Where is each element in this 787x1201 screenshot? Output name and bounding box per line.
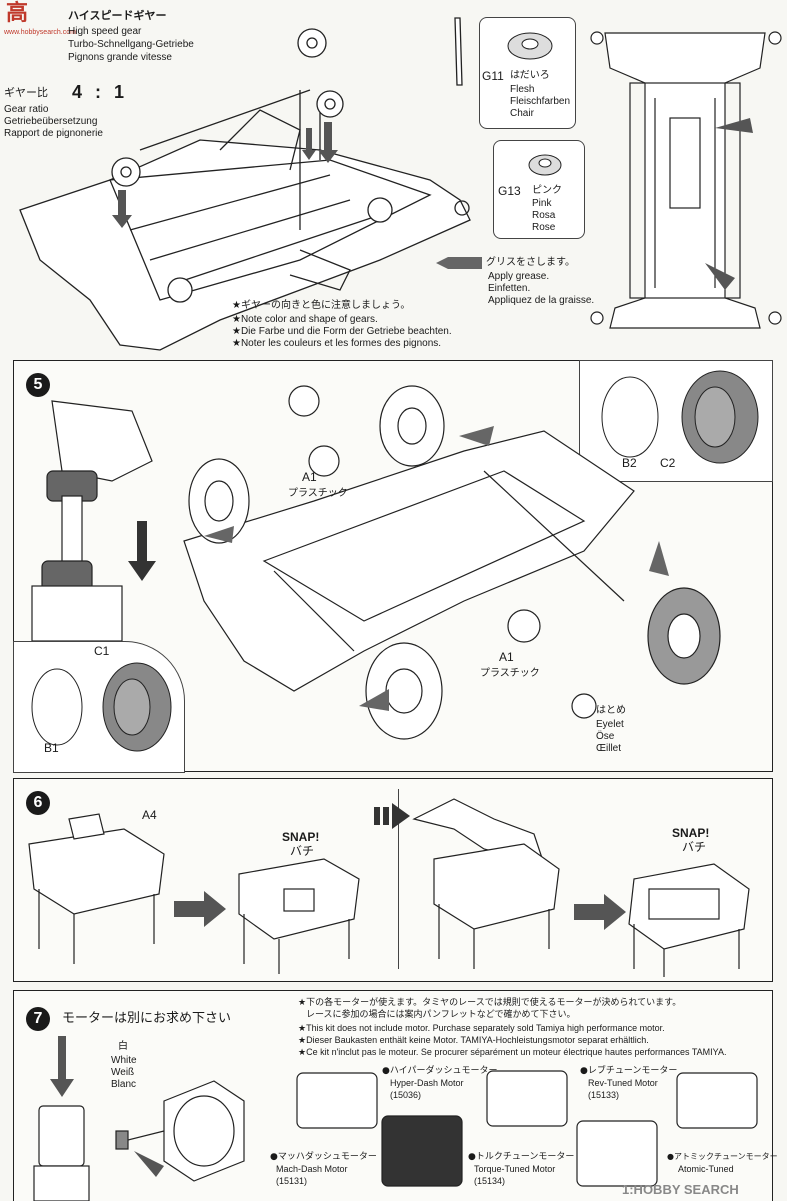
gear-note-fr: ★Noter les couleurs et les formes des pi… xyxy=(232,338,442,349)
motor-0-en: Hyper-Dash Motor xyxy=(390,1078,464,1088)
a4-label: A4 xyxy=(142,808,157,822)
a1-bottom-plastic: プラスチック xyxy=(480,668,540,679)
grease-jp: グリスをさします。 xyxy=(486,257,575,268)
a1-bottom-label: A1 xyxy=(499,650,514,664)
step7-notice-jp1: ★下の各モーターが使えます。タミヤのレースでは規則で使えるモーターが決められてい… xyxy=(298,998,682,1008)
snap2-label: SNAP! xyxy=(672,826,710,840)
gear-title-de: Turbo-Schnellgang-Getriebe xyxy=(68,39,194,50)
g13-gear-box: G13 ピンク Pink Rosa Rose xyxy=(493,140,585,239)
white-fr: Blanc xyxy=(111,1079,137,1090)
b2-label: B2 xyxy=(622,456,637,470)
step7-notice-en: ★This kit does not include motor. Purcha… xyxy=(298,1023,665,1033)
gear-title-fr: Pignons grande vitesse xyxy=(68,52,172,63)
c2-label: C2 xyxy=(660,456,676,470)
grease-fr: Appliquez de la graisse. xyxy=(488,295,595,306)
motor-4-en: Atomic-Tuned xyxy=(678,1164,734,1174)
step6-number: 6 xyxy=(26,791,50,815)
eyelet-en: Eyelet xyxy=(596,719,624,730)
step5-number: 5 xyxy=(26,373,50,397)
gear-title-jp: ハイスピードギヤー xyxy=(68,9,167,22)
motor-2-jp: ●マッハダッシュモーター xyxy=(270,1152,377,1162)
grease-de: Einfetten. xyxy=(488,283,531,294)
step7-number: 7 xyxy=(26,1007,50,1031)
gear-ratio-value: 4 : 1 xyxy=(72,82,129,102)
white-en: White xyxy=(111,1055,137,1066)
b1-c1-inset: C1 B1 xyxy=(13,641,185,773)
snap1-label: SNAP! xyxy=(282,830,320,844)
step7-panel: 7 モーターは別にお求め下さい ★下の各モーターが使えます。タミヤのレースでは規… xyxy=(13,990,778,1201)
g11-gear-box: G11 はだいろ Flesh Fleischfarben Chair xyxy=(479,17,576,129)
motor-4-jp: ●アトミックチューンモーター xyxy=(667,1152,778,1161)
white-jp: 白 xyxy=(118,1041,128,1052)
b2-c2-wheel-icon xyxy=(601,370,759,464)
grease-brush-icon xyxy=(436,257,482,269)
motor-0-jp: ●ハイパーダッシュモーター xyxy=(382,1066,498,1076)
step7-notice-de: ★Dieser Baukasten enthält keine Motor. T… xyxy=(298,1035,649,1045)
watermark-logo: 高 xyxy=(6,1,29,26)
motor-2-code: (15131) xyxy=(276,1176,308,1186)
watermark-site: www.hobbysearch.com xyxy=(4,29,76,36)
g13-jp: ピンク xyxy=(532,185,562,196)
motor-1-en: Rev-Tuned Motor xyxy=(588,1078,658,1088)
step6-divider xyxy=(398,789,399,969)
chassis-top-view xyxy=(590,31,782,329)
g11-de: Fleischfarben xyxy=(510,96,571,107)
g11-en: Flesh xyxy=(510,84,535,95)
step6-panel: 6 A4 SNAP! バチ SNAP! バチ xyxy=(13,778,773,982)
gear-title-en: High speed gear xyxy=(68,26,142,37)
g11-fr: Chair xyxy=(510,108,534,119)
eyelet-jp: はとめ xyxy=(596,705,626,716)
c1-label: C1 xyxy=(94,644,110,658)
chassis-gear-illustration xyxy=(19,17,471,351)
motor-3-en: Torque-Tuned Motor xyxy=(474,1164,556,1174)
gear-ratio-fr: Rapport de pignonerie xyxy=(4,128,103,139)
motor-3-jp: ●トルクチューンモーター xyxy=(468,1152,575,1162)
gear-note-de: ★Die Farbe und die Form der Getriebe bea… xyxy=(232,326,452,337)
g13-code: G13 xyxy=(498,184,521,198)
wheel-press-inset xyxy=(31,400,156,642)
g11-code: G11 xyxy=(482,69,504,83)
motor-3-code: (15134) xyxy=(474,1176,506,1186)
step7-notice-fr: ★Ce kit n'inclut pas le moteur. Se procu… xyxy=(298,1047,727,1057)
b1-c1-wheel-icon xyxy=(31,662,172,752)
b2-c2-inset: B2 C2 xyxy=(579,360,773,482)
g13-fr: Rose xyxy=(532,222,556,233)
step7-notice-jp2: レースに参加の場合には案内パンフレットなどで確かめて下さい。 xyxy=(306,1010,576,1020)
gear-ratio-de: Getriebeübersetzung xyxy=(4,116,98,127)
g11-jp: はだいろ xyxy=(510,70,550,81)
motor-2-en: Mach-Dash Motor xyxy=(276,1164,348,1174)
step7-motor-illustrations xyxy=(33,1036,758,1201)
a1-top-label: A1 xyxy=(302,470,317,484)
eyelet-fr: Œillet xyxy=(596,743,622,754)
step7-title: モーターは別にお求め下さい xyxy=(62,1011,232,1026)
gear-ratio-en: Gear ratio xyxy=(4,104,49,115)
gear-note-en: ★Note color and shape of gears. xyxy=(232,314,378,325)
snap2-jp: バチ xyxy=(682,840,707,854)
a1-top-plastic: プラスチック xyxy=(288,488,348,499)
step6-illustrations xyxy=(28,798,750,977)
gear-note-jp: ★ギヤーの向きと色に注意しましょう。 xyxy=(232,300,411,311)
motor-0-code: (15036) xyxy=(390,1090,422,1100)
g13-en: Pink xyxy=(532,198,552,209)
snap1-jp: バチ xyxy=(290,844,315,858)
white-de: Weiß xyxy=(111,1067,135,1078)
step5-panel: 5 B2 C2 xyxy=(13,360,773,773)
g11-gear-icon xyxy=(507,32,553,60)
b1-label: B1 xyxy=(44,741,59,755)
g13-gear-icon xyxy=(528,154,562,176)
watermark-brand: 1:HOBBY SEARCH xyxy=(622,1182,739,1197)
g13-de: Rosa xyxy=(532,210,556,221)
eyelet-de: Öse xyxy=(596,731,615,742)
grease-en: Apply grease. xyxy=(488,271,550,282)
motor-1-jp: ●レブチューンモーター xyxy=(580,1066,678,1076)
motor-1-code: (15133) xyxy=(588,1090,620,1100)
chassis-axle-illustration xyxy=(183,385,721,740)
gear-ratio-label: ギヤー比 xyxy=(4,86,48,99)
